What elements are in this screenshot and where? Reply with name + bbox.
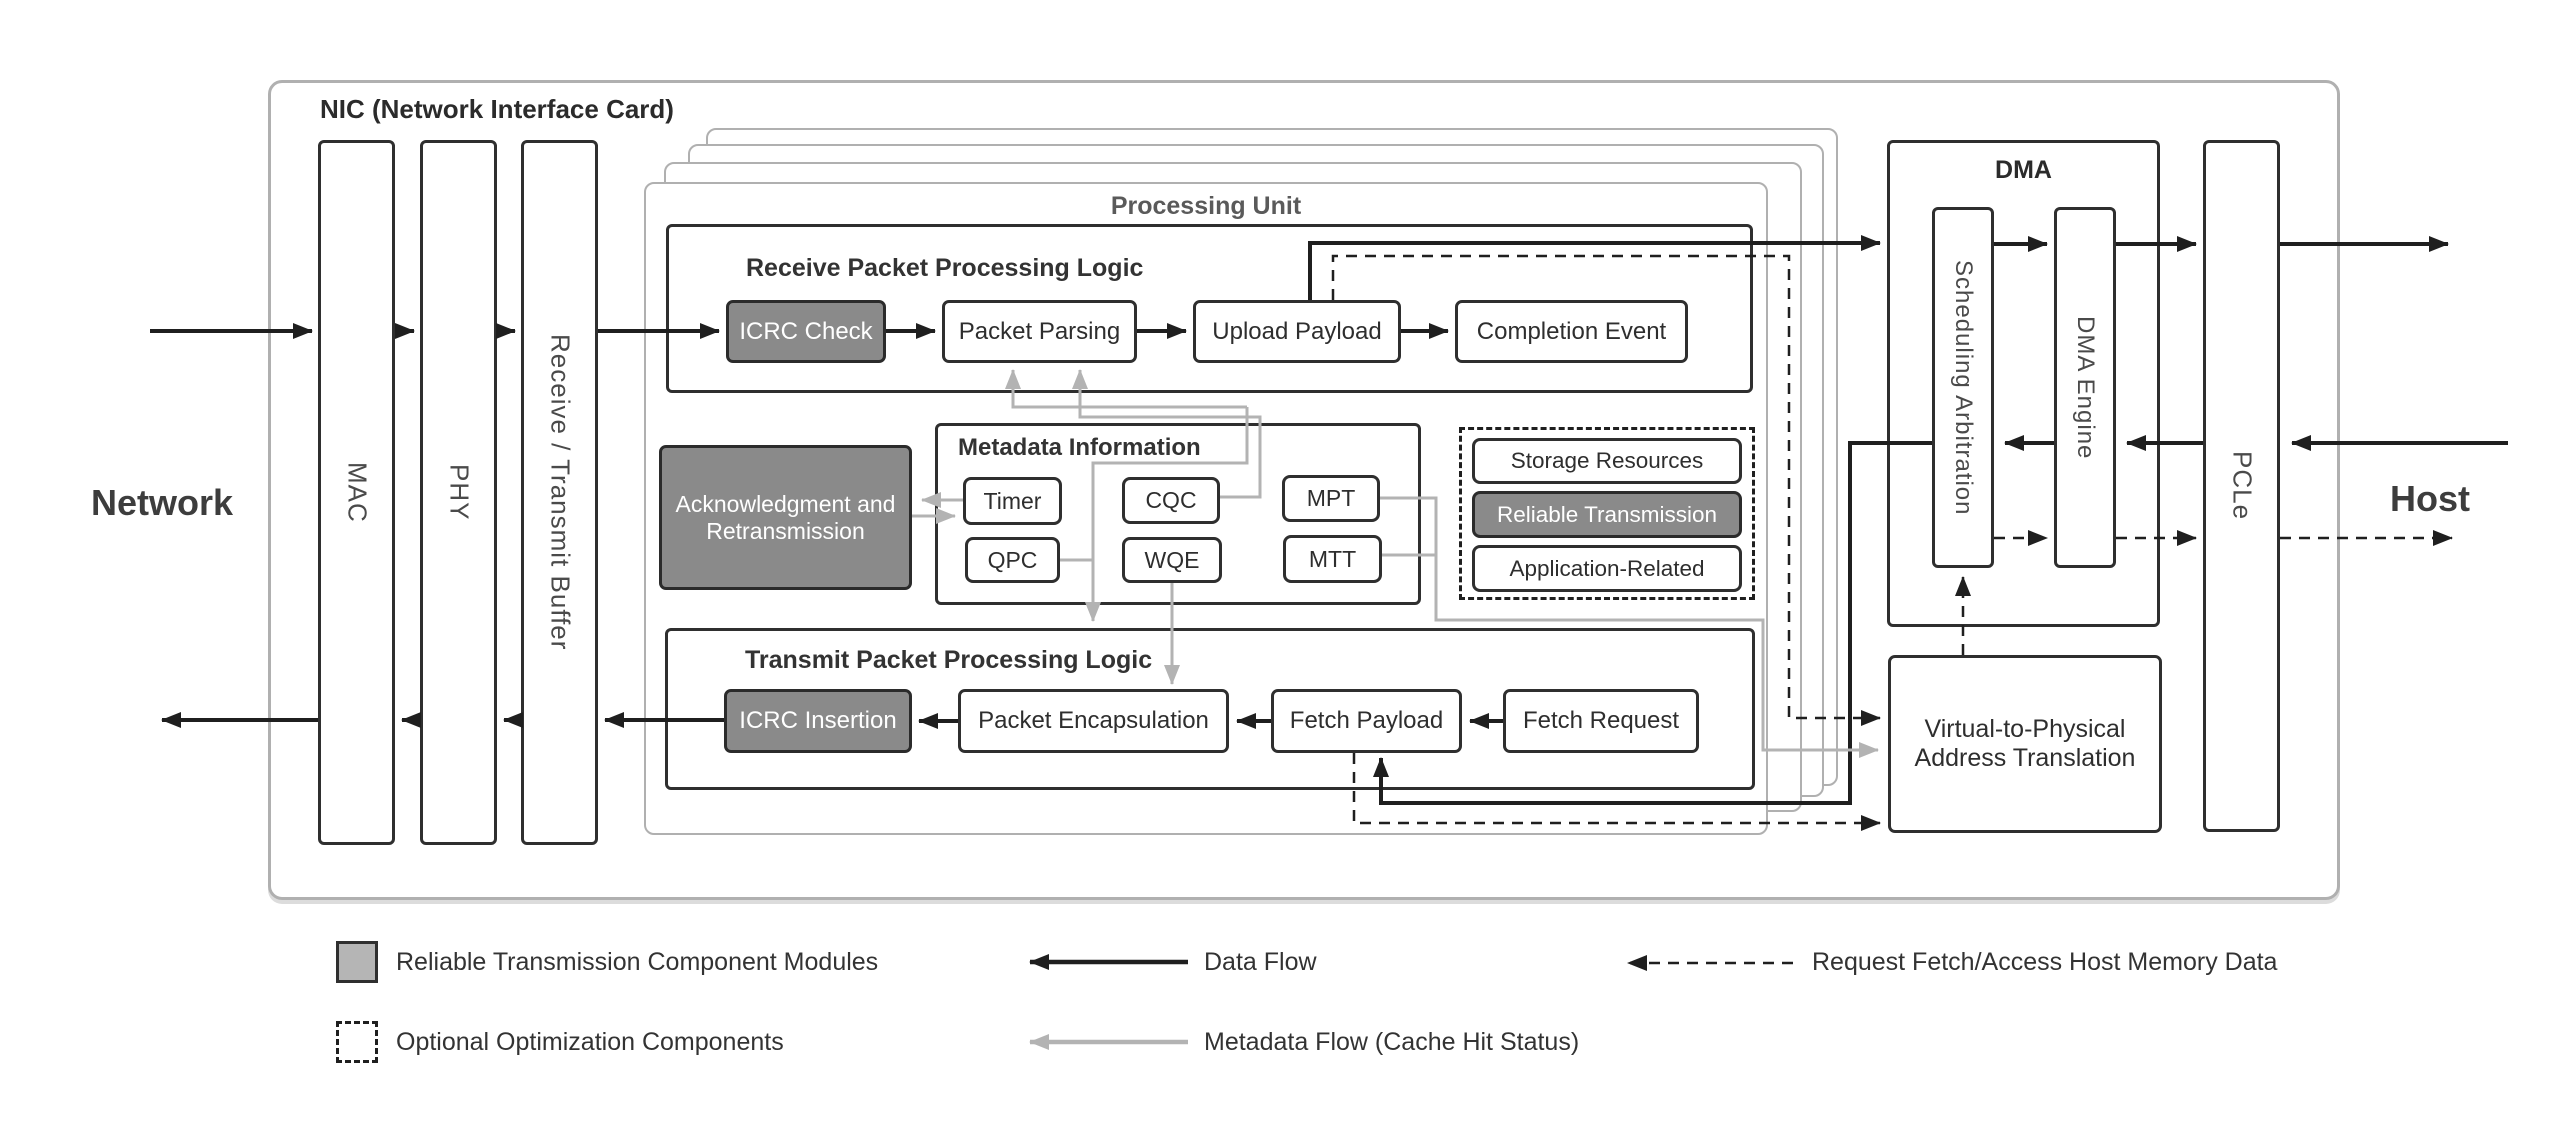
wqe-box: WQE xyxy=(1122,537,1222,583)
processing-unit-title: Processing Unit xyxy=(1110,192,1302,220)
reliable-transmission-box: Reliable Transmission xyxy=(1472,491,1742,538)
dma-title: DMA xyxy=(1995,156,2052,184)
host-label: Host xyxy=(2390,478,2470,519)
address-translation-box: Virtual-to-Physical Address Translation xyxy=(1888,655,2162,833)
mtt-box: MTT xyxy=(1283,535,1382,583)
legend-data-flow-label: Data Flow xyxy=(1204,948,1317,976)
fetch-request-box: Fetch Request xyxy=(1503,689,1699,753)
dma-box xyxy=(1887,140,2160,627)
timer-box: Timer xyxy=(963,477,1062,525)
storage-resources-box: Storage Resources xyxy=(1472,438,1742,484)
ack-retransmission-box: Acknowledgment and Retransmission xyxy=(659,445,912,590)
pcle-box: PCLe xyxy=(2203,140,2280,832)
phy-label: PHY xyxy=(444,464,475,521)
fetch-payload-box: Fetch Payload xyxy=(1271,689,1462,753)
buffer-label: Receive / Transmit Buffer xyxy=(545,334,576,651)
legend-optional-swatch xyxy=(336,1021,378,1063)
application-related-box: Application-Related xyxy=(1472,545,1742,592)
upload-payload-box: Upload Payload xyxy=(1193,300,1401,363)
packet-parsing-box: Packet Parsing xyxy=(942,300,1137,363)
mpt-box: MPT xyxy=(1282,475,1380,522)
scheduling-arbitration-label: Scheduling Arbitration xyxy=(1949,259,1977,516)
legend-request-fetch-label: Request Fetch/Access Host Memory Data xyxy=(1812,948,2278,976)
completion-event-box: Completion Event xyxy=(1455,300,1688,363)
legend-reliable-swatch xyxy=(336,941,378,983)
qpc-box: QPC xyxy=(965,537,1060,583)
transmit-logic-title: Transmit Packet Processing Logic xyxy=(745,646,1153,674)
scheduling-arbitration-box: Scheduling Arbitration xyxy=(1932,207,1994,568)
nic-border xyxy=(268,80,2340,900)
phy-box: PHY xyxy=(420,140,497,845)
mac-label: MAC xyxy=(342,462,373,523)
legend-reliable-label: Reliable Transmission Component Modules xyxy=(396,948,879,976)
pcle-label: PCLe xyxy=(2227,451,2258,521)
nic-title: NIC (Network Interface Card) xyxy=(320,94,674,124)
icrc-insertion-box: ICRC Insertion xyxy=(724,689,912,753)
icrc-check-box: ICRC Check xyxy=(726,300,886,363)
dma-engine-label: DMA Engine xyxy=(2071,315,2099,460)
dma-engine-box: DMA Engine xyxy=(2054,207,2116,568)
legend-metadata-flow-label: Metadata Flow (Cache Hit Status) xyxy=(1204,1028,1580,1056)
network-label: Network xyxy=(90,482,234,523)
packet-encapsulation-box: Packet Encapsulation xyxy=(958,689,1229,753)
receive-logic-title: Receive Packet Processing Logic xyxy=(746,254,1144,282)
buffer-box: Receive / Transmit Buffer xyxy=(521,140,598,845)
legend-optional-label: Optional Optimization Components xyxy=(396,1028,784,1056)
cqc-box: CQC xyxy=(1122,477,1220,524)
mac-box: MAC xyxy=(318,140,395,845)
metadata-title: Metadata Information xyxy=(958,434,1201,461)
